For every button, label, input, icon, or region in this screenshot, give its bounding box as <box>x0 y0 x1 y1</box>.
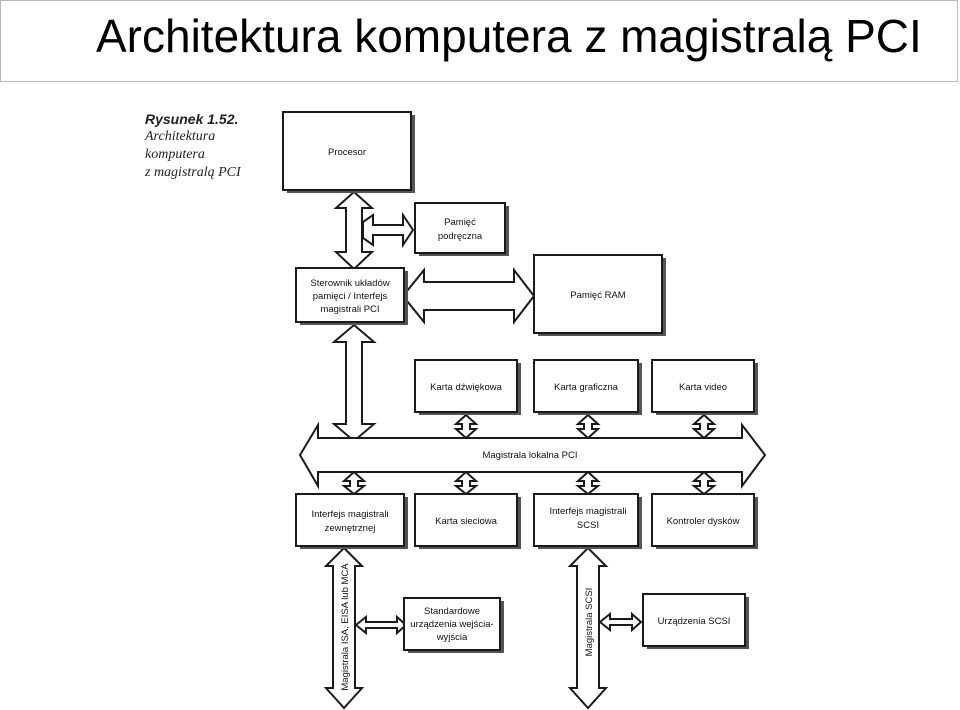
caption-line-3: z magistralą PCI <box>145 165 241 180</box>
io-label-1: Standardowe <box>424 606 480 617</box>
graphics-card-block: Karta graficzna <box>533 359 642 415</box>
pci-bus-label-group: Magistrala lokalna PCI <box>482 450 577 461</box>
disk-controller-block: Kontroler dysków <box>651 493 758 549</box>
video-bus-arrow <box>691 413 717 440</box>
video-card-block: Karta video <box>651 359 758 415</box>
disk-bus-arrow <box>691 470 717 496</box>
io-devices-block: Standardowe urządzenia wejścia- wyjścia <box>403 597 504 653</box>
isa-bus-arrow <box>323 546 365 710</box>
cache-link-arrow <box>362 211 415 249</box>
ext-iface-block: Interfejs magistrali zewnętrznej <box>295 493 408 549</box>
scsi-devices-label: Urządzenia SCSI <box>658 616 731 627</box>
graphics-card-label: Karta graficzna <box>554 382 619 393</box>
procesor-label: Procesor <box>328 147 366 158</box>
ram-label: Pamięć RAM <box>570 290 626 301</box>
graphics-bus-arrow <box>575 413 601 440</box>
sound-card-label: Karta dźwiękowa <box>430 382 503 393</box>
network-card-block: Karta sieciowa <box>414 493 521 549</box>
cache-label-2: podręczna <box>438 231 483 242</box>
pci-bus-label: Magistrala lokalna PCI <box>482 450 577 461</box>
scsi-iface-label-2: SCSI <box>577 520 599 531</box>
cache-block: Pamięć podręczna <box>414 202 509 256</box>
caption-line-1: Architektura <box>145 129 216 144</box>
io-label-2: urządzenia wejścia- <box>410 619 493 630</box>
scsi-bus-arrow <box>567 546 609 710</box>
title-bar: Architektura komputera z magistralą PCI <box>0 0 958 82</box>
ram-block: Pamięć RAM <box>533 254 666 336</box>
controller-label-1: Sterownik układów <box>310 278 389 289</box>
controller-ram-arrow <box>401 267 536 325</box>
scsi-iface-bus-arrow <box>575 470 601 496</box>
io-label-3: wyjścia <box>436 632 468 643</box>
scsi-dev-arrow <box>598 611 643 633</box>
isa-bus-label: Magistrala ISA, EISA lub MCA <box>340 563 351 691</box>
disk-controller-label: Kontroler dysków <box>667 516 740 527</box>
cache-label-1: Pamięć <box>444 217 476 228</box>
procesor-block: Procesor <box>282 111 415 193</box>
scsi-devices-block: Urządzenia SCSI <box>642 593 749 649</box>
controller-label-3: magistrali PCI <box>320 304 379 315</box>
ext-bus-arrow <box>341 470 367 496</box>
isa-io-arrow <box>354 614 408 636</box>
caption-line-2: komputera <box>145 147 205 162</box>
figure-caption: Rysunek 1.52. Architektura komputera z m… <box>145 110 241 182</box>
controller-pci-arrow <box>331 323 377 443</box>
video-card-label: Karta video <box>679 382 727 393</box>
controller-block: Sterownik układów pamięci / Interfejs ma… <box>295 267 408 325</box>
scsi-bus-label: Magistrala SCSI <box>584 588 595 657</box>
page-title: Architektura komputera z magistralą PCI <box>96 10 922 62</box>
scsi-iface-block: Interfejs magistrali SCSI <box>533 493 642 549</box>
controller-label-2: pamięci / Interfejs <box>313 291 388 302</box>
ext-iface-label-1: Interfejs magistrali <box>311 509 388 520</box>
pci-bus-arrow <box>298 421 767 490</box>
ext-iface-label-2: zewnętrznej <box>325 523 376 534</box>
network-bus-arrow <box>453 470 479 496</box>
network-card-label: Karta sieciowa <box>435 516 497 527</box>
sound-bus-arrow <box>453 413 479 440</box>
scsi-iface-label-1: Interfejs magistrali <box>549 506 626 517</box>
figure-number: Rysunek 1.52. <box>145 111 239 127</box>
sound-card-block: Karta dźwiękowa <box>414 359 521 415</box>
